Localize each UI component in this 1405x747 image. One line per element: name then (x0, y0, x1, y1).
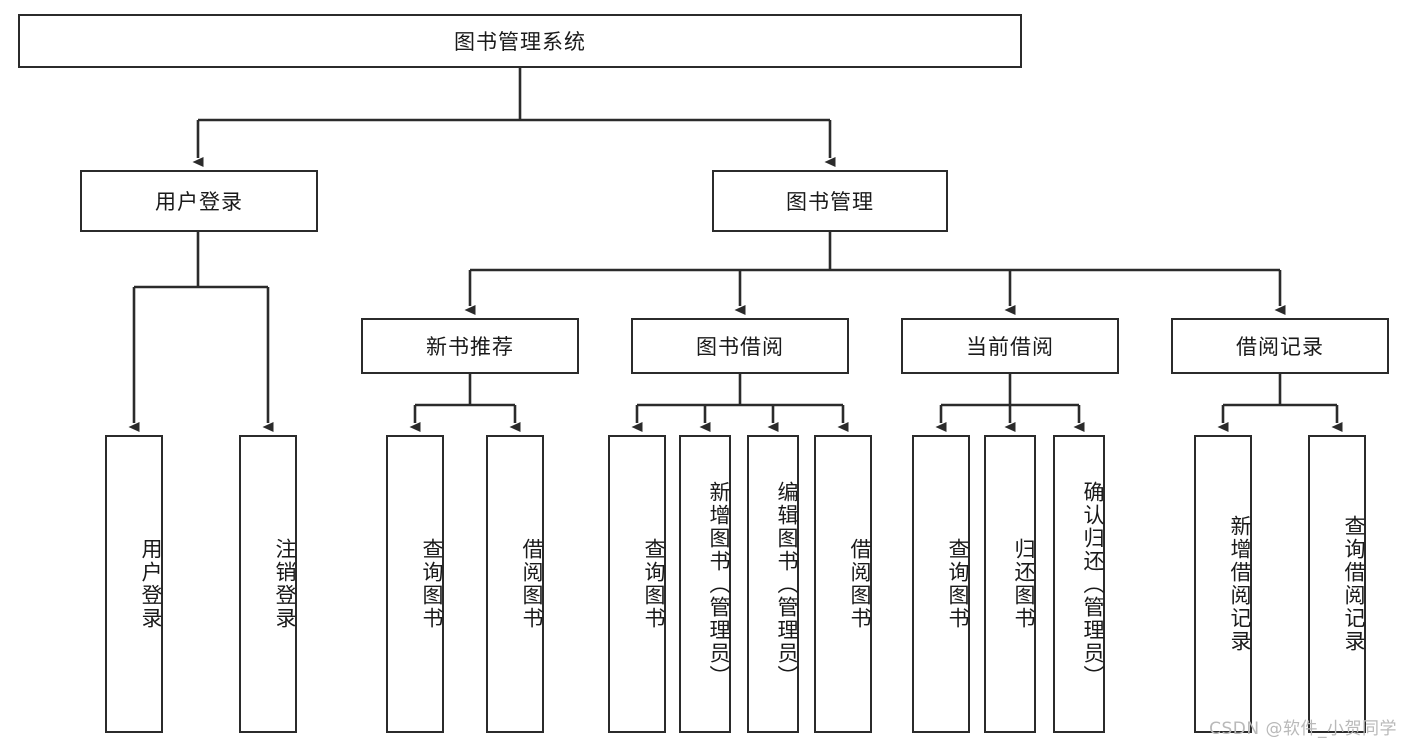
leaf-borrow-book[interactable]: 借阅图书 (814, 435, 872, 733)
node-current-borrow[interactable]: 当前借阅 (901, 318, 1119, 374)
node-label: 用户登录 (139, 538, 163, 630)
watermark-text: CSDN @软件_小贺同学 (1209, 719, 1397, 739)
leaf-query-book-recommend[interactable]: 查询图书 (386, 435, 444, 733)
node-label: 新增图书（管理员） (707, 480, 731, 688)
node-label: 借阅图书 (848, 538, 872, 630)
leaf-return-book[interactable]: 归还图书 (984, 435, 1036, 733)
node-label: 归还图书 (1012, 538, 1036, 630)
node-label: 新书推荐 (426, 335, 514, 359)
node-label: 查询图书 (420, 538, 444, 630)
node-label: 注销登录 (273, 538, 297, 630)
node-label: 确认归还（管理员） (1081, 480, 1105, 688)
node-label: 新增借阅记录 (1228, 515, 1252, 653)
node-label: 图书管理 (786, 190, 874, 214)
leaf-confirm-return-admin[interactable]: 确认归还（管理员） (1053, 435, 1105, 733)
node-label: 借阅图书 (520, 538, 544, 630)
node-label: 编辑图书（管理员） (775, 480, 799, 688)
node-root-system[interactable]: 图书管理系统 (18, 14, 1022, 68)
node-label: 图书借阅 (696, 335, 784, 359)
node-user-login[interactable]: 用户登录 (80, 170, 318, 232)
leaf-add-borrow-record[interactable]: 新增借阅记录 (1194, 435, 1252, 733)
node-label: 查询图书 (642, 538, 666, 630)
node-borrow-record[interactable]: 借阅记录 (1171, 318, 1389, 374)
node-label: 用户登录 (155, 190, 243, 214)
leaf-query-book-borrow[interactable]: 查询图书 (608, 435, 666, 733)
node-label: 查询图书 (946, 538, 970, 630)
leaf-logout[interactable]: 注销登录 (239, 435, 297, 733)
node-label: 借阅记录 (1236, 335, 1324, 359)
node-book-borrow[interactable]: 图书借阅 (631, 318, 849, 374)
node-book-management[interactable]: 图书管理 (712, 170, 948, 232)
node-new-book-recommend[interactable]: 新书推荐 (361, 318, 579, 374)
leaf-user-login[interactable]: 用户登录 (105, 435, 163, 733)
leaf-add-book-admin[interactable]: 新增图书（管理员） (679, 435, 731, 733)
node-label: 当前借阅 (966, 335, 1054, 359)
node-label: 查询借阅记录 (1342, 515, 1366, 653)
node-label: 图书管理系统 (454, 30, 586, 54)
leaf-query-borrow-record[interactable]: 查询借阅记录 (1308, 435, 1366, 733)
leaf-edit-book-admin[interactable]: 编辑图书（管理员） (747, 435, 799, 733)
leaf-query-book-current[interactable]: 查询图书 (912, 435, 970, 733)
leaf-borrow-book-recommend[interactable]: 借阅图书 (486, 435, 544, 733)
